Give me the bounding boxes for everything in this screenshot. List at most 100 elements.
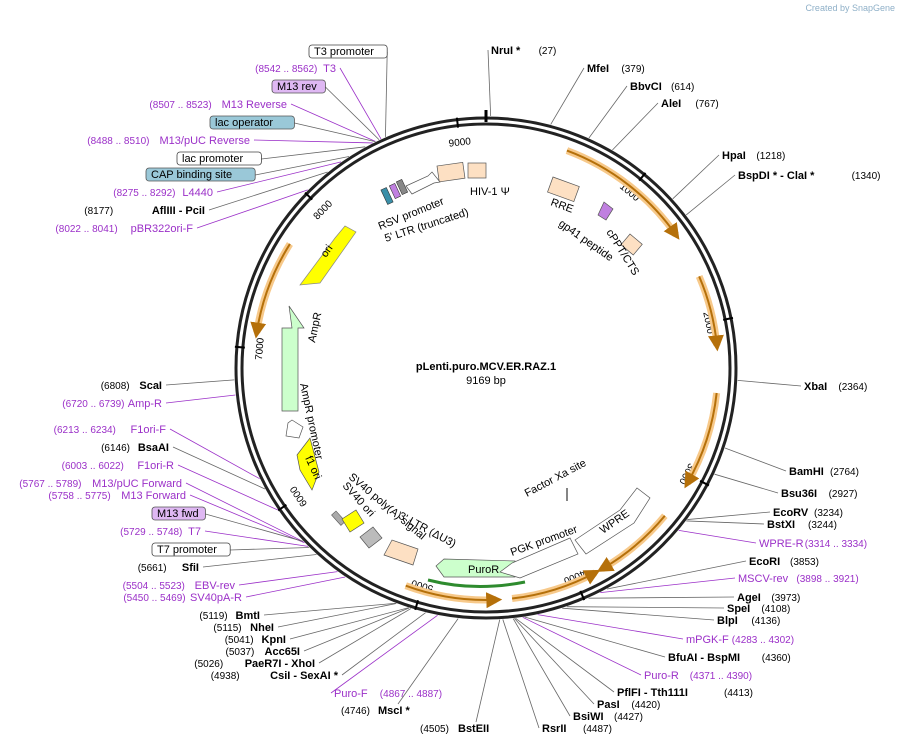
lac-promoter-feature — [395, 178, 409, 196]
leader-line — [202, 554, 317, 568]
leader-line — [238, 571, 338, 586]
enzyme-site-position: (3244) — [808, 520, 837, 531]
enzyme-site-label: AflIII - PciI — [152, 205, 205, 217]
primer-position: (5729 .. 5748) — [120, 527, 182, 538]
primer-position: (8488 .. 8510) — [87, 136, 149, 147]
enzyme-site-position: (1218) — [756, 151, 785, 162]
feature-box-label: M13 rev — [277, 81, 317, 93]
enzyme-site-position: (4108) — [761, 604, 790, 615]
factor-xa-label: Factor Xa site — [523, 457, 589, 499]
pgk-promoter-feature — [499, 537, 579, 579]
leader-line — [339, 67, 382, 140]
orf-arrow — [698, 276, 724, 352]
leader-line — [169, 428, 260, 480]
plasmid-size: 9169 bp — [466, 375, 506, 387]
tick-label: 9000 — [448, 136, 472, 150]
leader-line — [341, 612, 426, 676]
tick-label: 7000 — [254, 337, 267, 361]
enzyme-site-position: (4427) — [614, 712, 643, 723]
enzyme-site-position: (3234) — [814, 508, 843, 519]
enzyme-site-position: (5115) — [213, 623, 241, 634]
enzyme-site-label: BamHI — [789, 466, 824, 478]
leader-line — [303, 607, 410, 652]
enzyme-site-label: BsiWI — [573, 711, 604, 723]
enzyme-site-label: XbaI — [804, 381, 827, 393]
enzyme-site-position: (4938) — [211, 671, 240, 682]
enzyme-site-position: (27) — [539, 46, 557, 57]
leader-line — [165, 394, 236, 404]
primer-label: T7 — [188, 526, 201, 538]
feature-box-label: lac operator — [215, 117, 273, 129]
leader-line — [562, 607, 715, 621]
rsv-promoter-feature — [405, 171, 441, 195]
orf-highlight — [695, 275, 721, 346]
feature-box-label: T7 promoter — [157, 544, 217, 556]
enzyme-site-position: (5026) — [194, 659, 223, 670]
tick-mark — [277, 503, 287, 512]
hiv-psi-label: HIV-1 Ψ — [470, 186, 510, 198]
primer-position: (5450 .. 5469) — [123, 593, 185, 604]
puror-arc — [427, 578, 526, 588]
primer-position: (4867 .. 4887) — [380, 689, 442, 700]
leader-line — [487, 49, 492, 117]
feature-box — [308, 44, 388, 59]
leader-line — [255, 156, 350, 176]
feature-box — [271, 79, 326, 94]
enzyme-site-label: HpaI — [722, 150, 746, 162]
primer-position: (5767 .. 5789) — [19, 479, 81, 490]
feature-box — [209, 115, 295, 130]
enzyme-site-label: NruI * — [491, 45, 521, 57]
orf-arrow — [566, 149, 680, 240]
enzyme-site-position: (614) — [671, 82, 694, 93]
orf-arrow — [684, 392, 718, 489]
enzyme-site-position: (3973) — [771, 593, 800, 604]
primer-position: (8542 .. 8562) — [255, 64, 317, 75]
ltr3-feature — [383, 539, 419, 566]
enzyme-site-position: (3853) — [790, 557, 819, 568]
sv40-polya-feature — [331, 510, 346, 526]
primer-label: F1ori-R — [137, 460, 174, 472]
leader-line — [687, 511, 771, 520]
primer-position: (6003 .. 6022) — [62, 461, 124, 472]
primer-position: (5758 .. 5775) — [48, 491, 110, 502]
leader-line — [204, 530, 309, 547]
ltr3-small-feature — [359, 526, 383, 549]
primer-label: WPRE-R — [759, 538, 804, 550]
enzyme-site-position: (5037) — [225, 647, 254, 658]
orf-arrow — [511, 569, 601, 600]
primer-position: (4371 .. 4390) — [690, 671, 752, 682]
lac-operator-feature — [388, 182, 402, 200]
leader-line — [537, 614, 684, 640]
primer-label: pBR322ori-F — [131, 223, 194, 235]
enzyme-site-position: (4360) — [762, 653, 791, 664]
leader-line — [524, 616, 666, 658]
primer-position: (3898 .. 3921) — [796, 574, 858, 585]
leader-line — [253, 139, 373, 144]
leader-line — [172, 446, 266, 490]
tick-mark — [414, 599, 419, 611]
leader-line — [277, 603, 397, 628]
cap-site-feature — [380, 187, 394, 205]
enzyme-site-label: SpeI — [727, 603, 750, 615]
primer-label: mPGK-F — [686, 634, 729, 646]
enzyme-site-label: PflFI - Tth111I — [617, 687, 688, 699]
primer-position: (6720 .. 6739) — [62, 399, 124, 410]
leader-line — [261, 146, 366, 160]
primer-label: M13/pUC Forward — [92, 478, 182, 490]
enzyme-site-label: RsrII — [542, 723, 566, 735]
leader-line — [330, 614, 438, 694]
sv40-ori-feature — [341, 509, 365, 533]
leader-line — [189, 494, 305, 544]
enzyme-site-label: MfeI — [587, 63, 609, 75]
enzyme-site-position: (4746) — [341, 706, 370, 717]
primer-position: (8507 .. 8523) — [149, 100, 211, 111]
leader-line — [397, 618, 459, 705]
feature-box — [145, 167, 256, 182]
leader-line — [385, 51, 388, 137]
enzyme-site-label: Bsu36I — [781, 488, 817, 500]
primer-label: M13 Reverse — [222, 99, 287, 111]
leader-line — [263, 602, 396, 616]
enzyme-site-position: (4136) — [751, 616, 780, 627]
feature-box — [151, 542, 231, 557]
leader-line — [216, 161, 342, 193]
